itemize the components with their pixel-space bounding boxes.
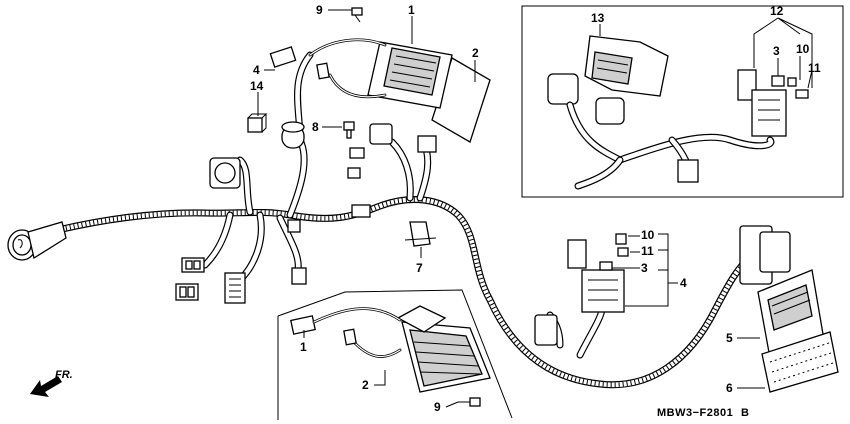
relay-14 — [247, 113, 268, 133]
cdi-unit-5 — [757, 269, 825, 359]
callout-9-upper: 9 — [316, 3, 323, 17]
inset-upper-right-contents — [547, 35, 809, 190]
callout-3-upper: 3 — [773, 44, 780, 58]
inset-frame-upper-right — [521, 5, 844, 198]
diagram-code: MBW3−F2801 — [657, 407, 733, 419]
inset-frame-lower — [277, 289, 513, 420]
callout-14: 14 — [250, 79, 264, 93]
callout-10-upper: 10 — [796, 42, 810, 56]
callout-4-upper: 4 — [253, 63, 260, 77]
bolt-8 — [343, 121, 355, 139]
callout-8: 8 — [312, 120, 319, 134]
callout-labels: 9 1 2 4 14 8 7 13 12 3 10 11 10 11 3 4 5… — [250, 3, 821, 414]
leader-lines — [257, 9, 813, 408]
callout-13: 13 — [591, 11, 605, 25]
callout-1-upper: 1 — [408, 3, 415, 17]
callout-9-lower: 9 — [434, 400, 441, 414]
callout-2-upper: 2 — [472, 46, 479, 60]
left-connectors — [175, 121, 307, 304]
callout-5: 5 — [726, 331, 733, 345]
rubber-cover-6 — [761, 331, 839, 393]
callout-11-lower: 11 — [641, 244, 654, 258]
callout-10-lower: 10 — [641, 228, 655, 242]
callout-1-lower: 1 — [300, 340, 307, 354]
callout-3-lower: 3 — [641, 261, 648, 275]
upper-center-connectors — [287, 123, 437, 233]
callout-7: 7 — [416, 261, 423, 275]
callout-6: 6 — [726, 381, 733, 395]
inset-lower-contents — [290, 305, 491, 407]
clamp-7 — [404, 221, 437, 247]
front-direction-label: FR. — [55, 369, 73, 381]
front-direction-arrow — [30, 376, 62, 397]
callout-4-lower: 4 — [680, 276, 687, 290]
diagram-code-suffix: B — [741, 407, 749, 419]
callout-12: 12 — [770, 4, 784, 18]
callout-2-lower: 2 — [362, 378, 369, 392]
callout-11-upper: 11 — [808, 61, 821, 75]
headlight-socket — [7, 221, 67, 261]
junction-connectors-lower — [534, 225, 791, 346]
